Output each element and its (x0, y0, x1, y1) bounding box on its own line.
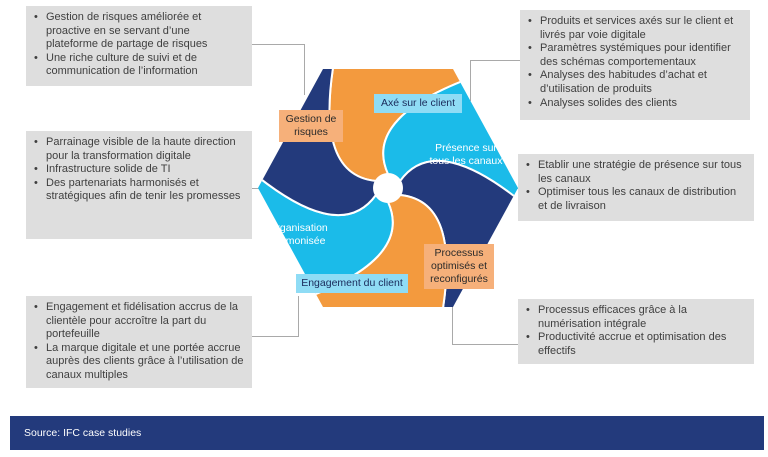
bullet-item: Paramètres systémiques pour identifier d… (528, 42, 742, 69)
bullet-item: Analyses solides des clients (528, 97, 742, 111)
box-risk-management: Gestion de risques améliorée et proactiv… (26, 6, 252, 86)
connector-top-right (470, 60, 521, 101)
segment-label-channels: Présence sur tous les canaux (429, 142, 503, 167)
source-text: Source: IFC case studies (24, 427, 142, 439)
bullet-item: Productivité accrue et optimisation des … (526, 331, 746, 358)
bullet-item: Etablir une stratégie de présence sur to… (526, 159, 746, 186)
bullet-item: La marque digitale et une portée accrue … (34, 342, 244, 383)
bullet-item: Parrainage visible de la haute direction… (34, 136, 244, 163)
box-organisation: Parrainage visible de la haute direction… (26, 131, 252, 239)
box-client-engagement: Engagement et fidélisation accrus de la … (26, 296, 252, 388)
segment-label-engagement: Engagement du client (296, 274, 408, 293)
box-processes: Processus efficaces grâce à la numérisat… (518, 299, 754, 364)
segment-label-risk: Gestion de risques (279, 110, 343, 142)
bullet-item: Une riche culture de suivi et de communi… (34, 52, 244, 79)
bullet-item: Analyses des habitudes d’achat et d’util… (528, 69, 742, 96)
bullet-item: Gestion de risques améliorée et proactiv… (34, 11, 244, 52)
segment-label-processes: Processus optimisés et reconfigurés (424, 244, 494, 289)
center-hole (374, 174, 402, 202)
bullet-item: Produits et services axés sur le client … (528, 15, 742, 42)
box-omnichannel: Etablir une stratégie de présence sur to… (518, 154, 754, 221)
connector-mid-left (252, 188, 264, 189)
connector-bottom-left (252, 296, 299, 337)
segment-label-organisation: Organisation harmonisée (268, 222, 328, 247)
box-client-focus: Produits et services axés sur le client … (520, 10, 750, 120)
connector-top-left (252, 44, 305, 95)
segment-label-client: Axé sur le client (374, 94, 462, 113)
bullet-item: Infrastructure solide de TI (34, 163, 244, 177)
bullet-item: Optimiser tous les canaux de distributio… (526, 186, 746, 213)
connector-bottom-right (452, 292, 519, 345)
bullet-item: Processus efficaces grâce à la numérisat… (526, 304, 746, 331)
bullet-item: Des partenariats harmonisés et stratégiq… (34, 177, 244, 204)
bullet-item: Engagement et fidélisation accrus de la … (34, 301, 244, 342)
source-footer: Source: IFC case studies (10, 416, 764, 450)
